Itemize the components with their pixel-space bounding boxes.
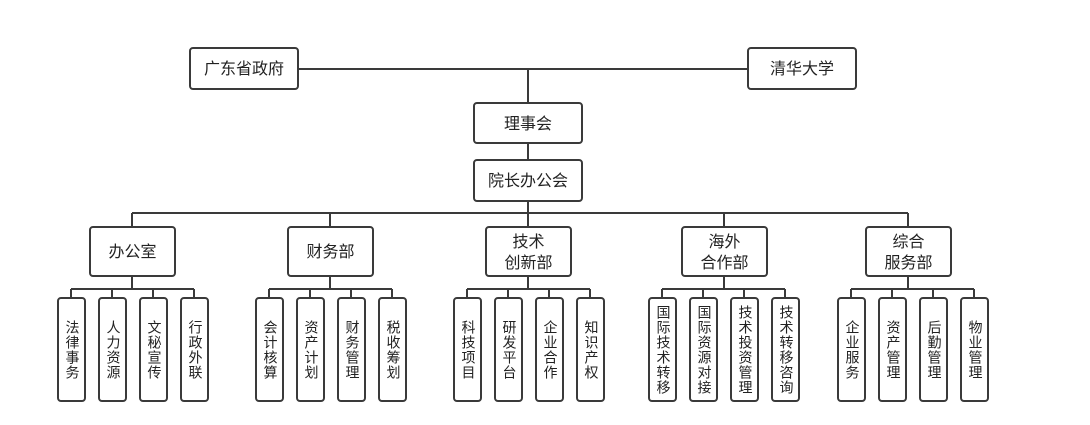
node-label: 理事会 xyxy=(503,113,552,133)
node-label: 法律事务 xyxy=(63,319,80,380)
node-label: 科技项目 xyxy=(459,319,476,380)
node-unit: 资产管理 xyxy=(878,297,907,402)
node-guangdong-government: 广东省政府 xyxy=(189,47,299,90)
node-unit: 人力资源 xyxy=(98,297,127,402)
node-unit: 法律事务 xyxy=(57,297,86,402)
node-unit: 后勤管理 xyxy=(919,297,948,402)
node-label: 企业合作 xyxy=(541,319,558,380)
node-label: 企业服务 xyxy=(843,319,860,380)
node-label: 财务管理 xyxy=(343,319,360,380)
node-unit: 行政外联 xyxy=(180,297,209,402)
node-unit: 科技项目 xyxy=(453,297,482,402)
node-dept-general-services: 综合 服务部 xyxy=(865,226,952,277)
node-label: 办公室 xyxy=(108,242,157,261)
node-label: 院长办公会 xyxy=(487,171,568,190)
node-unit: 技术投资管理 xyxy=(730,297,759,402)
node-label: 文秘宣传 xyxy=(145,319,162,380)
node-dept-general-office: 办公室 xyxy=(89,226,176,277)
node-unit: 税收筹划 xyxy=(378,297,407,402)
node-president-office: 院长办公会 xyxy=(473,159,583,202)
node-label: 人力资源 xyxy=(104,319,121,380)
node-label: 广东省政府 xyxy=(203,59,284,78)
node-dept-overseas-cooperation: 海外 合作部 xyxy=(681,226,768,277)
node-label: 财务部 xyxy=(306,242,355,261)
node-label: 技术投资管理 xyxy=(736,304,753,395)
node-label: 后勤管理 xyxy=(925,319,942,380)
node-label: 技术 创新部 xyxy=(504,231,553,272)
node-unit: 文秘宣传 xyxy=(139,297,168,402)
node-unit: 技术转移咨询 xyxy=(771,297,800,402)
node-label: 技术转移咨询 xyxy=(777,304,794,395)
node-label: 会计核算 xyxy=(261,319,278,380)
node-dept-finance: 财务部 xyxy=(287,226,374,277)
node-label: 税收筹划 xyxy=(384,319,401,380)
node-unit: 研发平台 xyxy=(494,297,523,402)
node-unit: 资产计划 xyxy=(296,297,325,402)
node-unit: 知识产权 xyxy=(576,297,605,402)
node-unit: 会计核算 xyxy=(255,297,284,402)
node-board: 理事会 xyxy=(473,102,583,144)
node-unit: 企业服务 xyxy=(837,297,866,402)
node-label: 海外 合作部 xyxy=(700,231,749,272)
node-label: 物业管理 xyxy=(966,319,983,380)
node-dept-tech-innovation: 技术 创新部 xyxy=(485,226,572,277)
node-label: 行政外联 xyxy=(186,319,203,380)
node-unit: 国际技术转移 xyxy=(648,297,677,402)
node-label: 知识产权 xyxy=(582,319,599,380)
node-label: 资产计划 xyxy=(302,319,319,380)
node-label: 资产管理 xyxy=(884,319,901,380)
node-unit: 国际资源对接 xyxy=(689,297,718,402)
node-label: 综合 服务部 xyxy=(884,231,933,272)
node-label: 研发平台 xyxy=(500,319,517,380)
node-tsinghua-university: 清华大学 xyxy=(747,47,857,90)
node-label: 国际技术转移 xyxy=(654,304,671,395)
node-unit: 物业管理 xyxy=(960,297,989,402)
node-unit: 财务管理 xyxy=(337,297,366,402)
node-label: 清华大学 xyxy=(769,59,834,78)
node-unit: 企业合作 xyxy=(535,297,564,402)
node-label: 国际资源对接 xyxy=(695,304,712,395)
